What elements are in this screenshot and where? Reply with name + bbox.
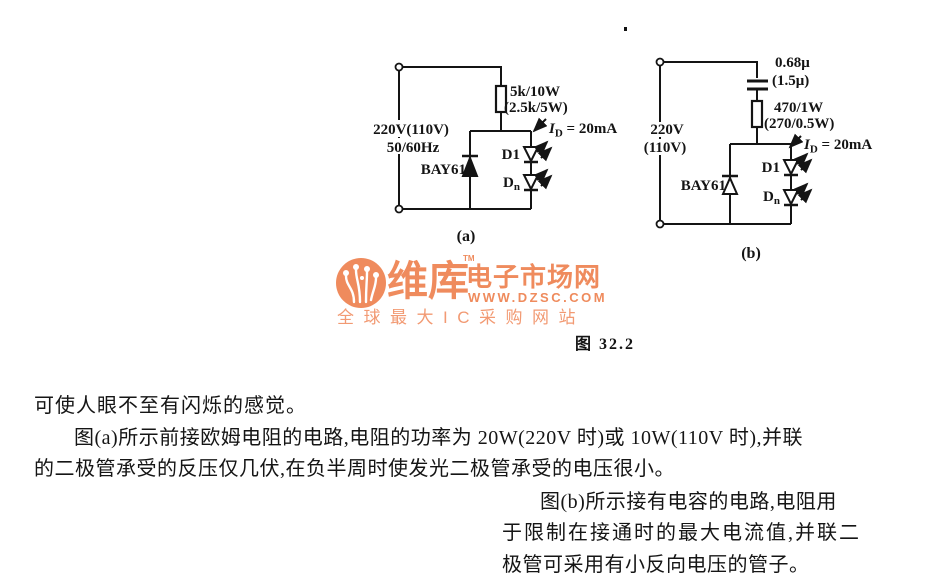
watermark-tm: TM: [463, 254, 475, 263]
scan-artifact: [624, 27, 627, 31]
led-dn-a: [522, 168, 553, 192]
wire-top-b: [664, 61, 758, 78]
led-dn-b: [782, 182, 813, 207]
resistor-b: [750, 99, 764, 129]
dn-label-a: Dn: [503, 175, 520, 193]
terminal-bottom-b: [655, 219, 665, 229]
dn-label-b: Dn: [763, 189, 780, 207]
watermark-brand-suffix: 电子市场网: [466, 262, 602, 292]
body-line-6: 极管可采用有小反向电压的管子。: [502, 554, 810, 576]
source-label-a2: 50/60Hz: [387, 140, 440, 156]
bay61-label-a: BAY61: [421, 162, 466, 178]
body-line-4: 图(b)所示接有电容的电路,电阻用: [540, 491, 837, 513]
watermark-slogan: 全球最大IC采购网站: [337, 308, 585, 327]
terminal-top-b: [655, 57, 665, 67]
resistor-label-a1: 5k/10W: [510, 84, 560, 100]
led-d1-a: [522, 140, 553, 164]
body-line-3: 的二极管承受的反压仅几伏,在负半周时使发光二极管承受的电压很小。: [34, 458, 675, 480]
watermark-brand: 维库: [387, 258, 469, 304]
bay61-label-b: BAY61: [681, 178, 726, 194]
resistor-label-b1: 470/1W: [774, 100, 823, 116]
current-label-b: ID = 20mA: [803, 137, 872, 156]
wire-top-a: [403, 66, 502, 86]
terminal-bottom-a: [394, 204, 404, 214]
terminal-top-a: [394, 62, 404, 72]
resistor-a: [494, 84, 508, 114]
current-arrow-a: [532, 117, 548, 133]
cap-label-b1: 0.68μ: [775, 55, 810, 71]
diode-bay61-b: [721, 174, 739, 195]
cap-label-b2: (1.5μ): [772, 73, 809, 89]
body-line-2: 图(a)所示前接欧姆电阻的电路,电阻的功率为 20W(220V 时)或 10W(…: [74, 427, 804, 449]
source-label-b1: 220V: [650, 122, 684, 138]
source-label-b2: (110V): [644, 140, 687, 156]
source-label-a1: 220V(110V): [373, 122, 449, 138]
body-line-1: 可使人眼不至有闪烁的感觉。: [34, 395, 307, 417]
resistor-label-b2: (270/0.5W): [764, 116, 834, 132]
watermark-url: WWW.DZSC.COM: [468, 290, 608, 305]
circuit-b: [636, 57, 813, 229]
figure-caption: 图 32.2: [575, 336, 636, 353]
d1-label-b: D1: [762, 160, 780, 176]
capacitor-b: [747, 79, 768, 91]
circuit-figure: 220V(110V) 50/60Hz 5k/10W (2.5k/5W) BAY6…: [364, 55, 872, 262]
current-label-a: ID = 20mA: [548, 121, 617, 140]
weiku-logo-icon: [336, 258, 386, 308]
led-d1-b: [782, 152, 813, 177]
d1-label-a: D1: [502, 147, 520, 163]
body-line-5: 于限制在接通时的最大电流值,并联二: [502, 522, 861, 544]
resistor-label-a2: (2.5k/5W): [504, 100, 568, 116]
current-arrow-b: [788, 133, 804, 149]
subcaption-a: (a): [457, 228, 476, 245]
diode-bay61-a: [461, 154, 479, 177]
subcaption-b: (b): [741, 245, 761, 262]
circuit-a: [364, 62, 553, 214]
